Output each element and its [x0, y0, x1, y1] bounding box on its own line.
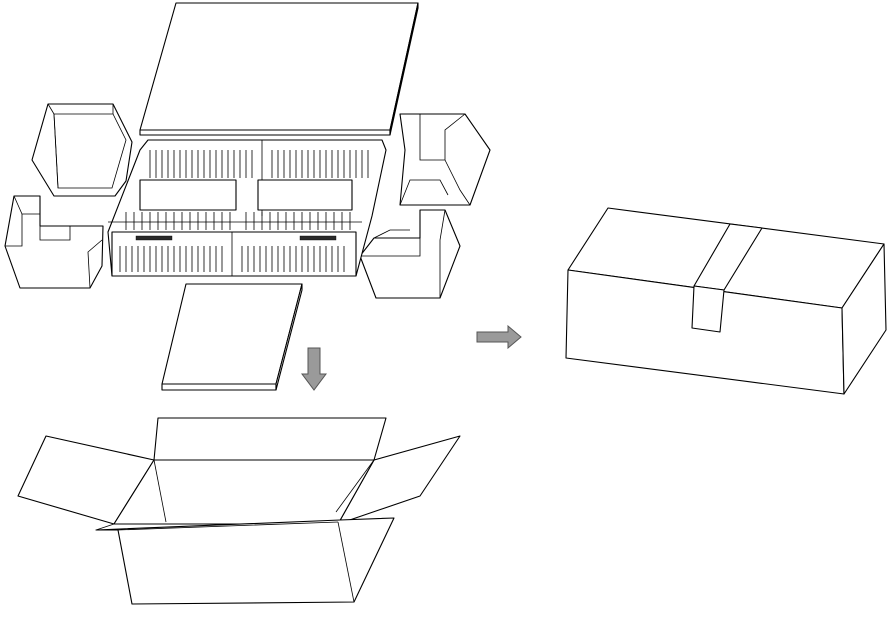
- open-cardboard-box: [17, 417, 461, 605]
- bottom-foam-sheet: [161, 283, 303, 391]
- sealed-box: [565, 207, 887, 395]
- lower-card-modules: [119, 235, 345, 272]
- top-cover-panel: [139, 2, 419, 136]
- foam-corner-left-bottom: [4, 195, 104, 289]
- right-arrow-icon: [476, 324, 522, 350]
- foam-corner-left-top: [31, 103, 133, 197]
- packing-tape: [691, 223, 763, 333]
- foam-corner-right-bottom: [359, 209, 461, 299]
- upper-card-modules: [125, 150, 369, 230]
- device-tray: [107, 139, 387, 277]
- down-arrow-icon: [301, 347, 327, 391]
- foam-corner-right-top: [399, 113, 491, 206]
